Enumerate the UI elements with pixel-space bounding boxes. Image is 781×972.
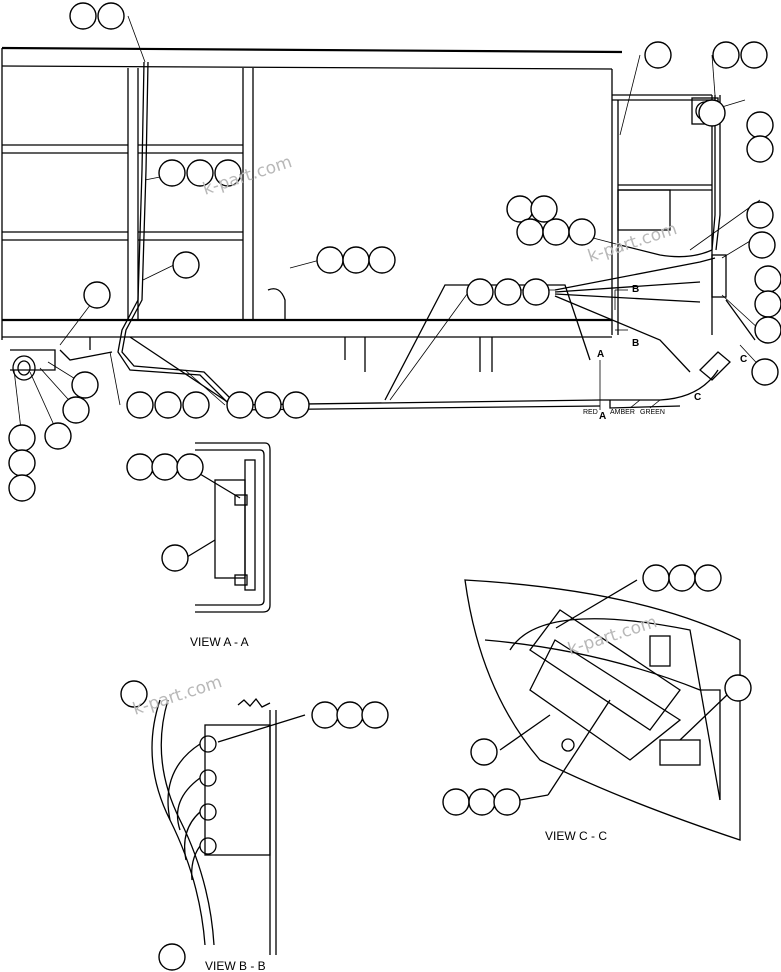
callout-bubble <box>522 278 550 306</box>
callout-bubble <box>214 159 242 187</box>
callout-bubble <box>694 564 722 592</box>
view-a-a-title: VIEW A - A <box>190 635 249 649</box>
callout-bubble <box>361 701 389 729</box>
callout-bubble <box>254 391 282 419</box>
callout-bubble <box>368 246 396 274</box>
section-b-label-2: B <box>632 338 639 349</box>
view-b-b-detail: VIEW B - B <box>151 697 306 972</box>
callout-bubble <box>172 251 200 279</box>
callout-bubble <box>442 788 470 816</box>
callout-bubble <box>71 371 99 399</box>
callout-bubble <box>44 422 72 450</box>
callout-bubble <box>746 111 774 139</box>
wiring-harness <box>59 61 756 409</box>
callout-bubble <box>746 135 774 163</box>
wire-red-label: RED <box>583 409 598 416</box>
callout-bubble <box>644 41 672 69</box>
callout-bubble <box>740 41 768 69</box>
section-b-label-1: B <box>632 284 639 295</box>
callout-bubble <box>311 701 339 729</box>
callout-bubbles <box>8 2 781 971</box>
section-a-label-1: A <box>597 349 604 360</box>
callout-bubble <box>754 265 781 293</box>
callout-bubble <box>176 453 204 481</box>
callout-bubble <box>226 391 254 419</box>
callout-bubble <box>62 396 90 424</box>
callout-bubble <box>126 453 154 481</box>
view-a-a-detail: VIEW A - A <box>186 442 271 649</box>
callout-bubble <box>712 41 740 69</box>
callout-bubble <box>506 195 534 223</box>
callout-bubble <box>568 218 596 246</box>
watermark-1: k-part.com <box>200 152 294 200</box>
callout-bubble <box>342 246 370 274</box>
callout-bubble <box>154 391 182 419</box>
view-b-b-title: VIEW B - B <box>205 959 266 972</box>
callout-bubble <box>161 544 189 572</box>
watermark-2: k-part.com <box>585 219 679 267</box>
callout-bubble <box>83 281 111 309</box>
callout-bubble <box>493 788 521 816</box>
wire-green-label: GREEN <box>640 409 665 416</box>
callout-bubble <box>754 290 781 318</box>
callout-bubble <box>158 159 186 187</box>
callout-bubble <box>182 391 210 419</box>
callout-bubble <box>151 453 179 481</box>
section-c-label-1: C <box>740 354 747 365</box>
view-c-c-detail: VIEW C - C <box>464 579 741 843</box>
callout-bubble <box>120 680 148 708</box>
callout-bubble <box>282 391 310 419</box>
callout-bubble <box>746 201 774 229</box>
callout-bubble <box>158 943 186 971</box>
callout-bubble <box>69 2 97 30</box>
callout-bubble <box>8 424 36 452</box>
callout-bubble <box>470 738 498 766</box>
callout-bubble <box>494 278 522 306</box>
view-c-c-title: VIEW C - C <box>545 829 607 843</box>
callout-bubble <box>698 99 726 127</box>
callout-bubble <box>748 231 776 259</box>
main-frame <box>1 46 731 411</box>
callout-bubble <box>126 391 154 419</box>
callout-bubble <box>751 358 779 386</box>
callout-bubble <box>754 316 781 344</box>
wire-amber-label: AMBER <box>610 409 635 416</box>
callout-bubble <box>466 278 494 306</box>
callout-bubble <box>516 218 544 246</box>
callout-bubble <box>336 701 364 729</box>
watermark-3: k-part.com <box>130 672 224 720</box>
callout-bubble <box>642 564 670 592</box>
callout-bubble <box>316 246 344 274</box>
callout-bubble <box>468 788 496 816</box>
callout-bubble <box>8 474 36 502</box>
section-a-label-2: A <box>599 411 606 422</box>
callout-bubble <box>8 449 36 477</box>
callout-bubble <box>724 674 752 702</box>
callout-bubble <box>530 195 558 223</box>
callout-bubble <box>542 218 570 246</box>
callout-bubble <box>186 159 214 187</box>
section-markers: B B A A C C RED AMBER GREEN <box>583 284 747 422</box>
callout-bubble <box>668 564 696 592</box>
callout-bubble <box>97 2 125 30</box>
section-c-label-2: C <box>694 392 701 403</box>
